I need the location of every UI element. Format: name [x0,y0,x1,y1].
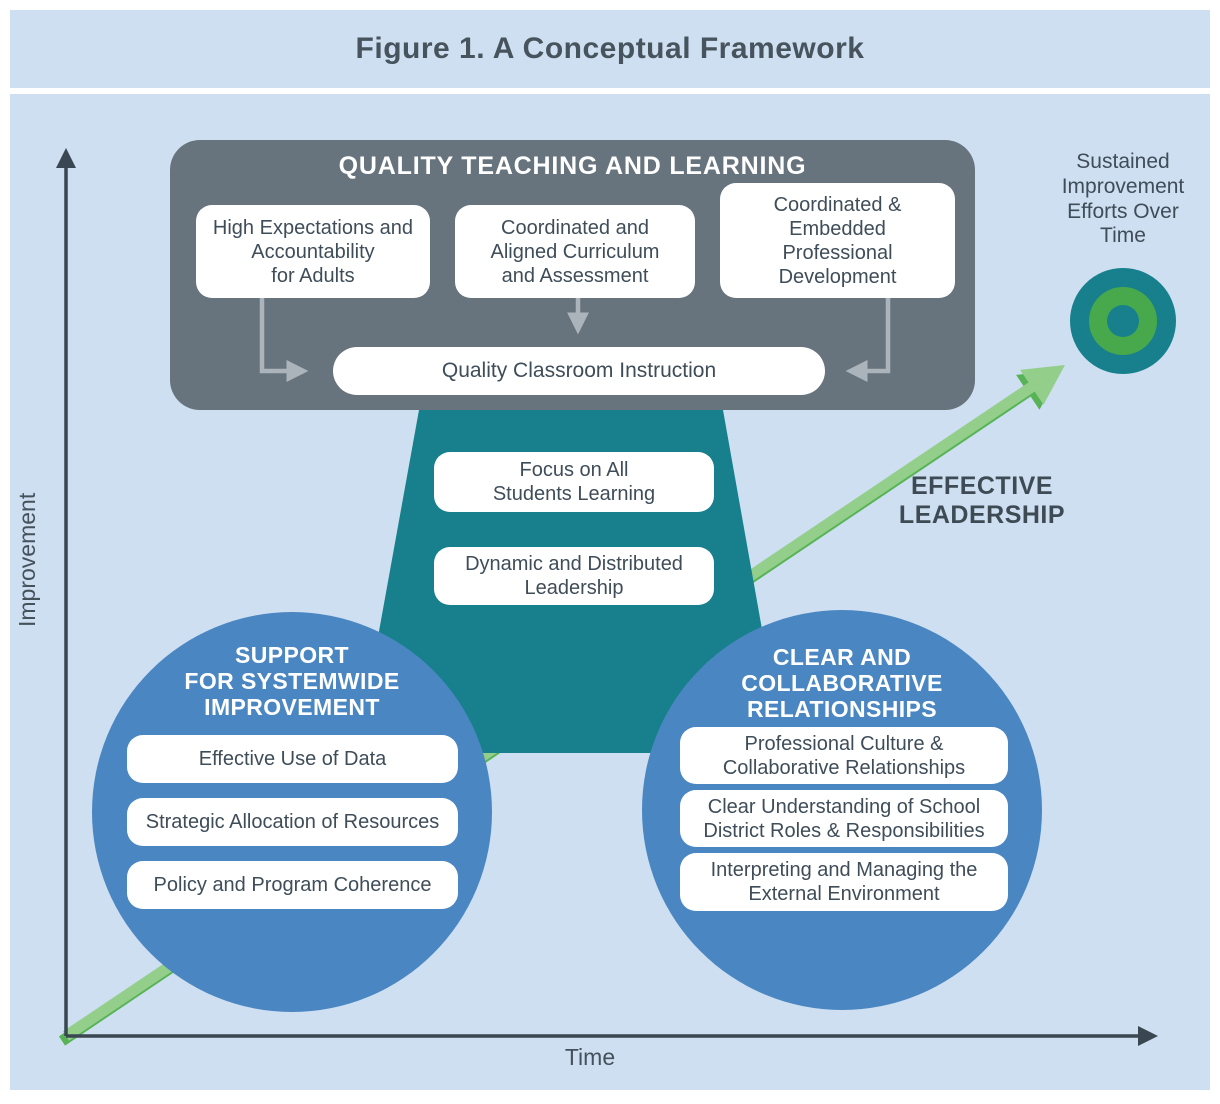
support-item-policy: Policy and Program Coherence [127,861,458,909]
relationships-item-culture: Professional Culture & Collaborative Rel… [680,727,1008,784]
support-circle-title: SUPPORT FOR SYSTEMWIDE IMPROVEMENT [184,642,400,721]
connector-right-arrow [845,298,891,382]
relationships-circle-title: CLEAR AND COLLABORATIVE RELATIONSHIPS [741,644,943,723]
core-item-focus-students: Focus on All Students Learning [434,452,714,512]
quality-item-professional-development: Coordinated & Embedded Professional Deve… [720,183,955,298]
figure-title: Figure 1. A Conceptual Framework [355,32,865,65]
x-axis-label: Time [564,1044,616,1070]
quality-item-high-expectations: High Expectations and Accountability for… [196,205,430,298]
effective-leadership-label: EFFECTIVE LEADERSHIP [898,472,1066,529]
quality-classroom-instruction-box: Quality Classroom Instruction [333,347,825,395]
connector-left-arrow [259,298,309,382]
diagram-canvas: QUALITY TEACHING AND LEARNING High Expec… [10,94,1210,1090]
y-axis-label: Improvement [14,492,40,628]
sustained-improvement-label: Sustained Improvement Efforts Over Time [1061,150,1185,248]
bullseye-icon [1070,268,1176,374]
relationships-item-environment: Interpreting and Managing the External E… [680,853,1008,911]
support-item-data: Effective Use of Data [127,735,458,783]
figure-title-bar: Figure 1. A Conceptual Framework [10,10,1210,88]
support-item-resources: Strategic Allocation of Resources [127,798,458,846]
relationships-item-roles: Clear Understanding of School District R… [680,790,1008,847]
quality-box-title: QUALITY TEACHING AND LEARNING [338,152,807,180]
quality-item-curriculum: Coordinated and Aligned Curriculum and A… [455,205,695,298]
core-item-distributed-leadership: Dynamic and Distributed Leadership [434,547,714,605]
